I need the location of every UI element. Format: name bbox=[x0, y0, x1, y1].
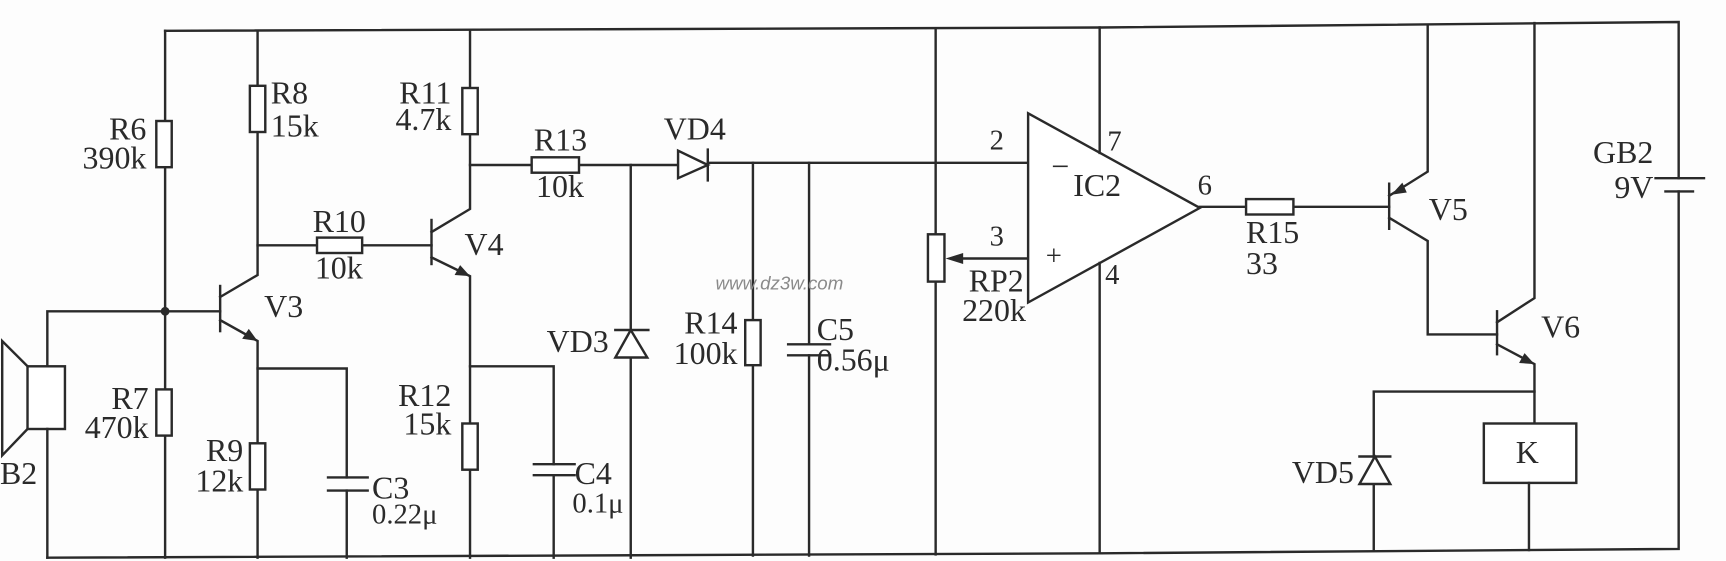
value-R15: 33 bbox=[1246, 246, 1278, 281]
battery-GB2 bbox=[1654, 176, 1706, 193]
label-C4: C4 bbox=[575, 456, 612, 491]
label-R6: R6 bbox=[109, 112, 146, 147]
label-C5: C5 bbox=[817, 312, 854, 347]
label-V4: V4 bbox=[465, 227, 504, 262]
label-R15: R15 bbox=[1246, 215, 1299, 250]
resistor-R8 bbox=[248, 84, 267, 134]
label-IC2: IC2 bbox=[1073, 168, 1121, 203]
pin-3-label: 3 bbox=[990, 221, 1004, 252]
value-R10: 10k bbox=[315, 250, 363, 285]
label-R13: R13 bbox=[534, 123, 587, 158]
resistor-R13 bbox=[530, 156, 581, 174]
resistor-R6 bbox=[155, 119, 173, 169]
value-C4: 0.1μ bbox=[572, 489, 623, 520]
value-R11: 4.7k bbox=[395, 102, 451, 137]
label-R11: R11 bbox=[399, 75, 451, 110]
value-R13: 10k bbox=[536, 169, 584, 204]
label-B2: B2 bbox=[0, 456, 37, 491]
diode-VD5 bbox=[1357, 454, 1393, 486]
speaker-B2 bbox=[0, 306, 222, 559]
value-R9: 12k bbox=[195, 464, 243, 499]
value-R6: 390k bbox=[83, 140, 147, 175]
label-VD4: VD4 bbox=[664, 112, 726, 147]
diode-VD3 bbox=[613, 327, 650, 359]
value-GB2: 9V bbox=[1614, 170, 1653, 205]
pin-7-label: 7 bbox=[1107, 127, 1121, 158]
label-RP2: RP2 bbox=[969, 264, 1024, 299]
label-VD3: VD3 bbox=[547, 324, 609, 359]
label-R12: R12 bbox=[398, 378, 451, 413]
label-V5: V5 bbox=[1429, 192, 1468, 227]
value-R8: 15k bbox=[271, 108, 319, 143]
resistor-R12 bbox=[461, 422, 479, 471]
label-V6: V6 bbox=[1541, 310, 1580, 345]
value-C3: 0.22μ bbox=[372, 500, 437, 531]
label-R10: R10 bbox=[313, 204, 366, 239]
relay-K bbox=[1482, 422, 1578, 485]
opamp-minus-sign: − bbox=[1051, 149, 1069, 184]
value-C5: 0.56μ bbox=[817, 343, 890, 378]
label-V3: V3 bbox=[264, 289, 303, 324]
resistor-R9 bbox=[248, 442, 267, 491]
diode-VD4 bbox=[676, 148, 711, 182]
opamp-IC2 bbox=[1026, 26, 1203, 555]
label-R9: R9 bbox=[206, 433, 243, 468]
resistor-R11 bbox=[461, 86, 479, 136]
transistor-V5 bbox=[1387, 24, 1499, 336]
resistor-R14 bbox=[744, 318, 762, 367]
pin-2-label: 2 bbox=[990, 126, 1004, 157]
resistor-R7 bbox=[155, 388, 173, 437]
label-R7: R7 bbox=[111, 381, 148, 416]
pin-6-label: 6 bbox=[1198, 171, 1212, 202]
watermark: www.dz3w.com bbox=[715, 272, 843, 293]
positive-rail bbox=[163, 20, 1680, 180]
label-VD5: VD5 bbox=[1292, 455, 1354, 490]
resistor-R15 bbox=[1244, 197, 1295, 216]
ground-rail bbox=[46, 190, 1680, 559]
value-R7: 470k bbox=[85, 410, 149, 445]
value-R12: 15k bbox=[403, 407, 451, 442]
value-RP2: 220k bbox=[962, 293, 1026, 328]
label-C3: C3 bbox=[372, 470, 409, 505]
resistor-R10 bbox=[315, 236, 364, 255]
label-R8: R8 bbox=[271, 75, 308, 110]
label-K: K bbox=[1516, 435, 1539, 470]
label-R14: R14 bbox=[684, 305, 737, 340]
wiper-arrow-icon bbox=[945, 253, 964, 264]
label-GB2: GB2 bbox=[1593, 135, 1653, 170]
pin-4-label: 4 bbox=[1105, 260, 1119, 291]
potentiometer-RP2 bbox=[926, 233, 946, 283]
value-R14: 100k bbox=[674, 336, 738, 371]
transistor-V6 bbox=[1495, 21, 1536, 425]
opamp-plus-sign: + bbox=[1046, 241, 1062, 272]
